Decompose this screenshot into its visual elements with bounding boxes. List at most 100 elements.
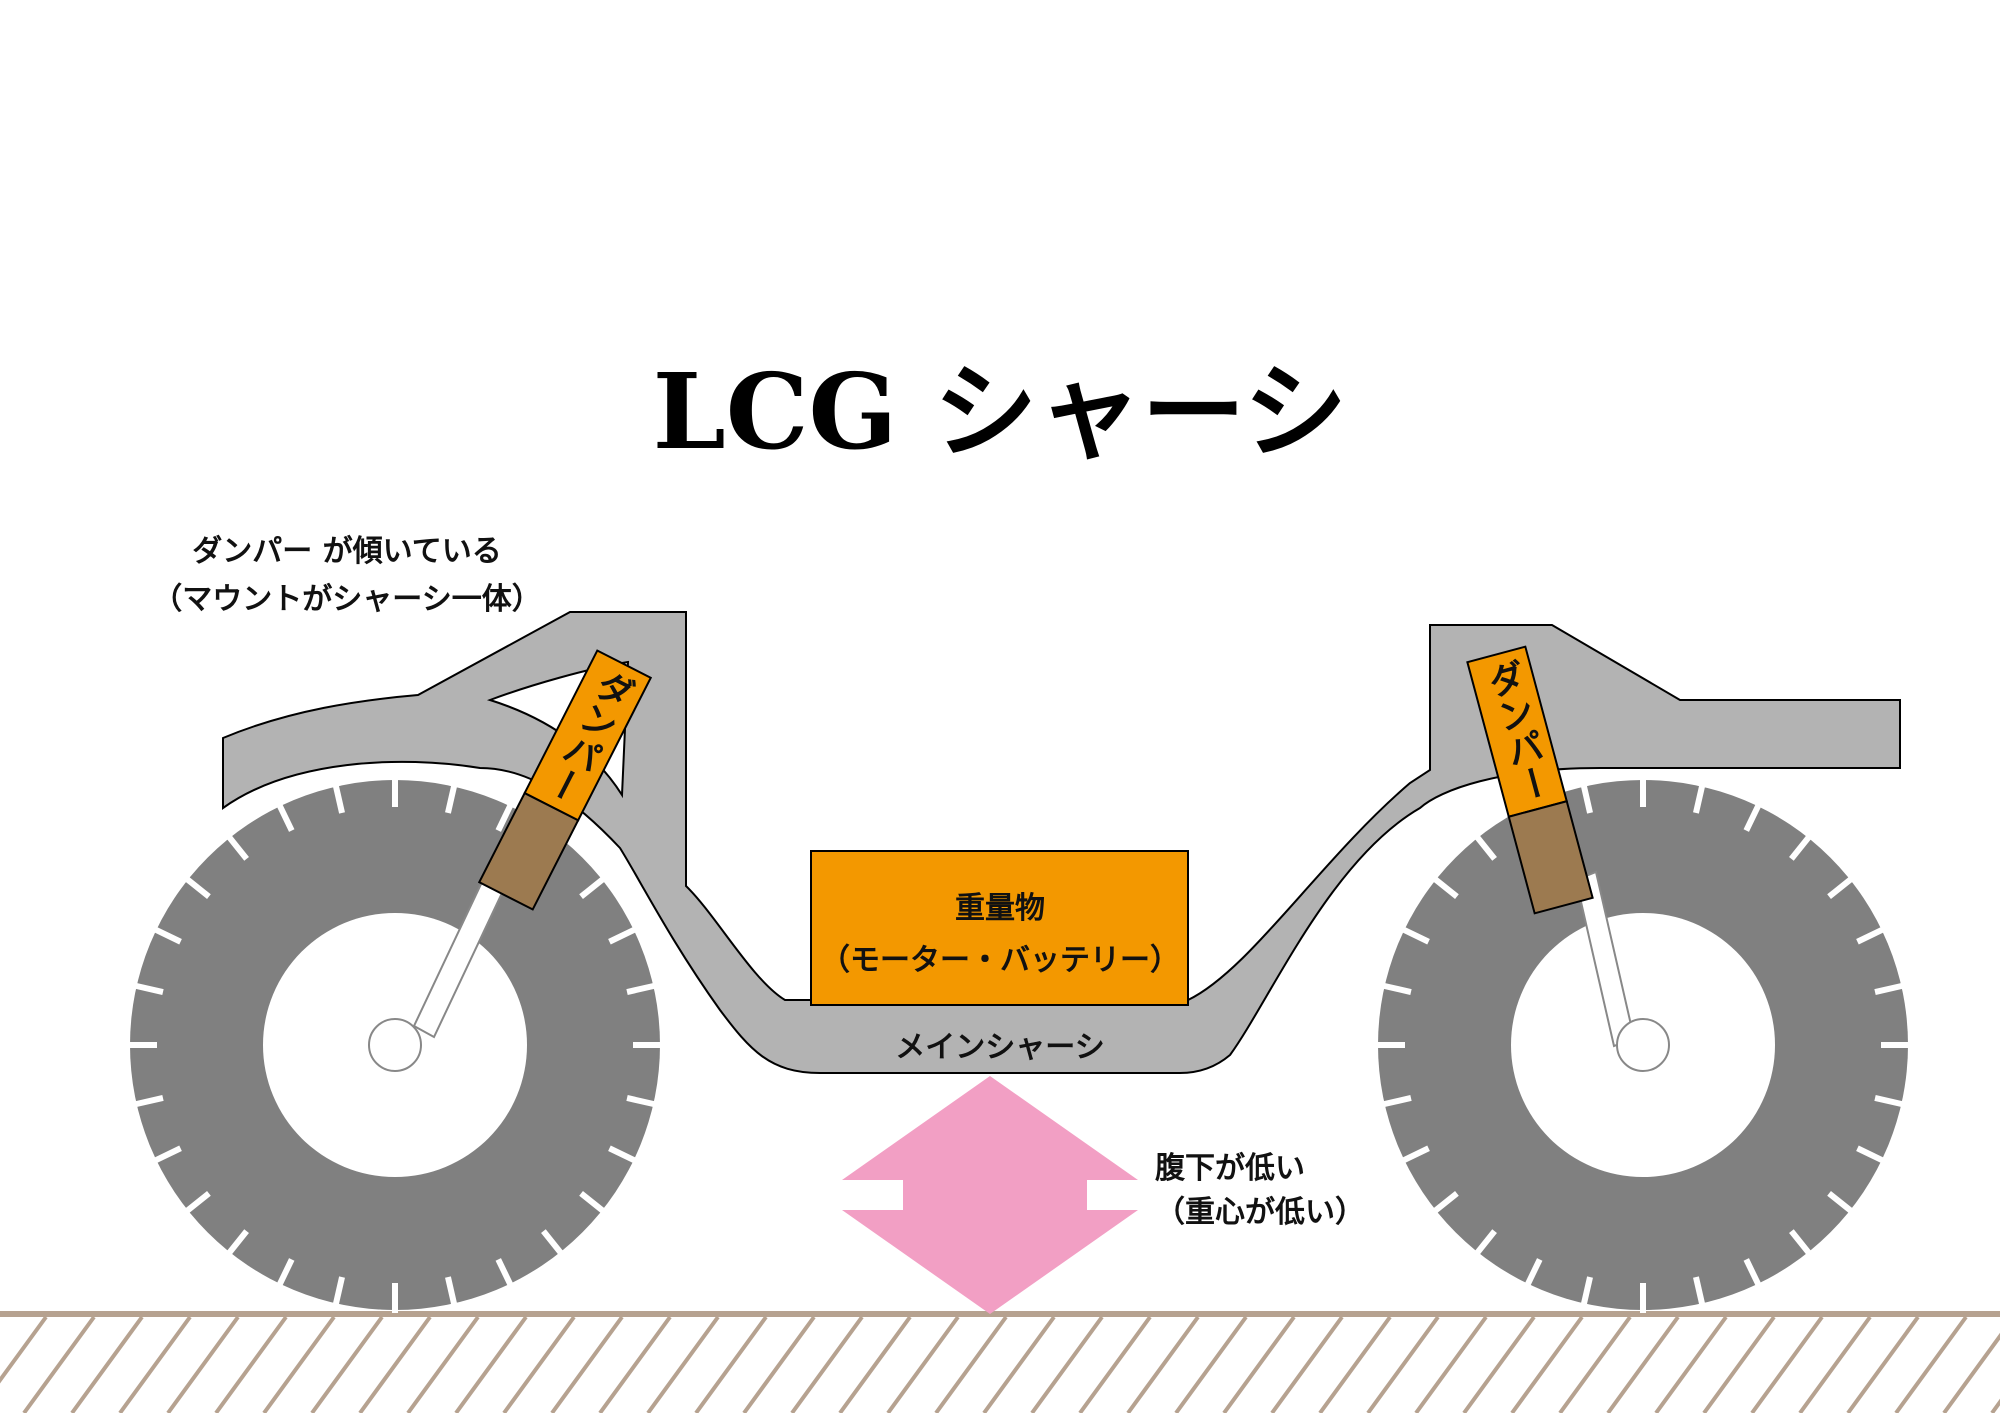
page-title: LCG シャーシ bbox=[653, 350, 1348, 473]
tire-tread-notch bbox=[152, 926, 182, 945]
tire-tread-notch bbox=[133, 1095, 164, 1108]
tire-tread-notch bbox=[1874, 982, 1905, 995]
tire-tread-notch bbox=[225, 833, 249, 861]
ground-hatch-line bbox=[550, 1315, 624, 1413]
tire-tread-notch bbox=[276, 802, 295, 832]
ground-hatch-line bbox=[1606, 1315, 1680, 1413]
ground-hatch-line bbox=[982, 1315, 1056, 1413]
ground-hatch-line bbox=[1270, 1315, 1344, 1413]
ground-hatch-line bbox=[934, 1315, 1008, 1413]
ground-hatch-line bbox=[0, 1315, 48, 1384]
tire-tread-notch bbox=[1789, 1229, 1813, 1257]
ground-line bbox=[0, 1311, 2000, 1317]
ground-hatch-line bbox=[694, 1315, 768, 1413]
rear-damper-lower bbox=[1507, 799, 1594, 915]
ground-hatch-line bbox=[1654, 1315, 1728, 1413]
tire-tread-notch bbox=[445, 1276, 458, 1307]
front-tire-treads bbox=[127, 777, 663, 1313]
ground-hatch-line bbox=[1462, 1315, 1536, 1413]
ground-hatch-line bbox=[214, 1315, 288, 1413]
tire-tread-notch bbox=[579, 875, 607, 899]
low-cg-note-line2: （重心が低い） bbox=[1155, 1195, 1365, 1230]
tire-tread-notch bbox=[495, 802, 514, 832]
ground-hatch-line bbox=[1414, 1315, 1488, 1413]
heavy-object-line2: （モーター・バッテリー） bbox=[820, 943, 1180, 978]
tire-tread-notch bbox=[1400, 1145, 1430, 1164]
main-chassis-label: メインシャーシ bbox=[895, 1030, 1104, 1065]
tire-tread-notch bbox=[1473, 833, 1497, 861]
damper-tilt-annotation: ダンパー が傾いている （マウントがシャーシ一体） bbox=[152, 534, 541, 617]
tire-tread-notch bbox=[1827, 875, 1855, 899]
damper-tilt-line2: （マウントがシャーシ一体） bbox=[152, 582, 541, 617]
tire-tread-notch bbox=[1580, 783, 1593, 814]
tire-tread-notch bbox=[626, 982, 657, 995]
rear-tire-treads bbox=[1375, 777, 1911, 1313]
ground-hatch-line bbox=[1318, 1315, 1392, 1413]
ground-hatch-line bbox=[1750, 1315, 1824, 1413]
ground-hatch-line bbox=[1174, 1315, 1248, 1413]
ground-hatch-line bbox=[646, 1315, 720, 1413]
ground-hatch-line bbox=[1942, 1332, 2000, 1413]
ground-hatch-line bbox=[22, 1315, 96, 1413]
tire-tread-notch bbox=[1856, 926, 1886, 945]
ground-hatch-line bbox=[1894, 1315, 1968, 1413]
ground-hatch-line bbox=[1222, 1315, 1296, 1413]
tire-tread-notch bbox=[1524, 1258, 1543, 1288]
tire-tread-notch bbox=[1400, 926, 1430, 945]
front-fork bbox=[368, 880, 504, 1072]
heavy-object-rect bbox=[810, 850, 1189, 1006]
tire-tread-notch bbox=[1431, 1191, 1459, 1215]
ground-hatch-line bbox=[790, 1315, 864, 1413]
tire-tread-notch bbox=[1580, 1276, 1593, 1307]
tire-tread-notch bbox=[1693, 1276, 1706, 1307]
ground-hatch-line bbox=[1126, 1315, 1200, 1413]
tire-tread-notch bbox=[445, 783, 458, 814]
ground-hatch-line bbox=[310, 1315, 384, 1413]
tire-tread-notch bbox=[541, 1229, 565, 1257]
ground bbox=[0, 1311, 2000, 1413]
tire-tread-notch bbox=[183, 1191, 211, 1215]
ground-hatch-line bbox=[166, 1315, 240, 1413]
ground-hatch-line bbox=[886, 1315, 960, 1413]
ground-hatch-line bbox=[1366, 1315, 1440, 1413]
ground-hatch-line bbox=[502, 1315, 576, 1413]
heavy-object-box: 重量物 （モーター・バッテリー） bbox=[810, 850, 1189, 1006]
ground-hatch-line bbox=[1510, 1315, 1584, 1413]
ground-hatch-line bbox=[1798, 1315, 1872, 1413]
front-axle bbox=[368, 1018, 422, 1072]
low-cg-double-arrow bbox=[842, 1076, 1138, 1314]
ground-hatching bbox=[0, 1315, 2000, 1413]
tire-tread-notch bbox=[608, 926, 638, 945]
ground-hatch-line bbox=[1990, 1398, 2000, 1413]
tire-tread-notch bbox=[495, 1258, 514, 1288]
tire-tread-notch bbox=[1431, 875, 1459, 899]
ground-hatch-line bbox=[1846, 1315, 1920, 1413]
ground-hatch-line bbox=[1558, 1315, 1632, 1413]
ground-hatch-line bbox=[262, 1315, 336, 1413]
tire-tread-notch bbox=[183, 875, 211, 899]
tire-tread-notch bbox=[1743, 802, 1762, 832]
tire-tread-notch bbox=[1693, 783, 1706, 814]
tire-tread-notch bbox=[225, 1229, 249, 1257]
ground-hatch-line bbox=[70, 1315, 144, 1413]
damper-tilt-line1: ダンパー が傾いている bbox=[192, 534, 502, 569]
tire-tread-notch bbox=[579, 1191, 607, 1215]
tire-tread-notch bbox=[1789, 833, 1813, 861]
rear-fork bbox=[1574, 870, 1670, 1072]
tire-tread-notch bbox=[332, 783, 345, 814]
low-cg-note: 腹下が低い （重心が低い） bbox=[1155, 1151, 1365, 1230]
tire-tread-notch bbox=[276, 1258, 295, 1288]
ground-hatch-line bbox=[598, 1315, 672, 1413]
ground-hatch-line bbox=[838, 1315, 912, 1413]
rear-axle bbox=[1616, 1018, 1670, 1072]
ground-hatch-line bbox=[1702, 1315, 1776, 1413]
tire-tread-notch bbox=[152, 1145, 182, 1164]
tire-tread-notch bbox=[1381, 1095, 1412, 1108]
ground-hatch-line bbox=[358, 1315, 432, 1413]
ground-hatch-line bbox=[1078, 1315, 1152, 1413]
tire-tread-notch bbox=[608, 1145, 638, 1164]
low-cg-note-line1: 腹下が低い bbox=[1155, 1151, 1305, 1186]
tire-tread-notch bbox=[133, 982, 164, 995]
ground-hatch-line bbox=[406, 1315, 480, 1413]
